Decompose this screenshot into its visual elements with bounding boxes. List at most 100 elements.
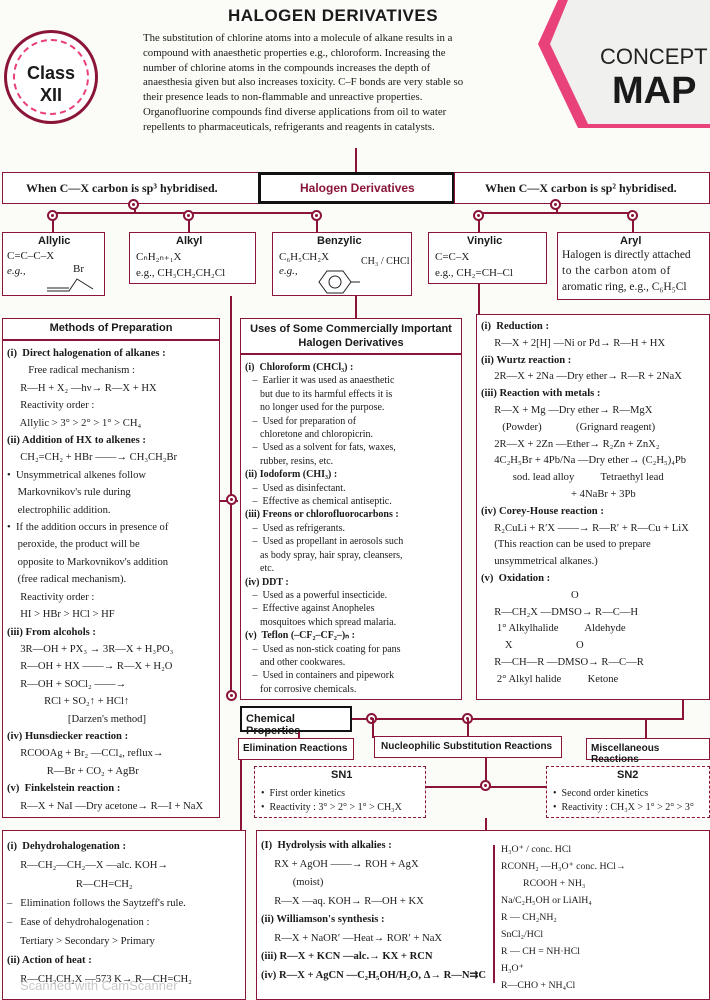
- uses-line: (iii) Freons or chlorofluorocarbons :: [245, 509, 399, 521]
- type-allylic: Allylic C=C–C–X e.g., Br: [2, 232, 105, 296]
- substitution-side-line: R—CHO + NH₄Cl: [501, 980, 576, 991]
- type-benzylic: Benzylic C₆H₅CH₂X e.g., CH₃ / CHCl: [272, 232, 412, 296]
- reaction-line: 2R—X + 2Na —Dry ether→ R—R + 2NaX: [481, 371, 682, 383]
- sp2-label: When C—X carbon is sp² hybridised.: [485, 181, 677, 195]
- reaction-line: (ii) Wurtz reaction :: [481, 354, 572, 366]
- uses-line: – Used as refrigerants.: [245, 522, 345, 534]
- substitution-line: R—X —aq. KOH→ R—OH + KX: [261, 895, 424, 907]
- methods-line: 3R—OH + PX₃ → 3R—X + H₃PO₃: [7, 643, 174, 655]
- reaction-line: R—CH₂X —DMSO→ R—C—H: [481, 606, 639, 618]
- substitution-side-line: H₃O⁺: [501, 963, 524, 974]
- concept-label: CONCEPT: [600, 44, 708, 69]
- uses-line: for corrosive chemicals.: [245, 683, 357, 695]
- elimination-node: Elimination Reactions: [238, 738, 354, 760]
- methods-line: (v) Finkelstein reaction :: [7, 783, 121, 795]
- intro-line: repellents to pharmaceuticals, refrigera…: [143, 120, 435, 133]
- intro-line: Organofluorine compounds find diverse ap…: [143, 105, 447, 118]
- methods-line: Free radical mechanism :: [7, 365, 135, 377]
- methods-line: [Darzen's method]: [7, 713, 147, 725]
- substitution-line: RX + AgOH ——→ ROH + AgX: [261, 858, 419, 870]
- elimination-line: R—CH₂—CH₂—X —alc. KOH→: [7, 860, 168, 871]
- reaction-line: 2° Alkyl halide Ketone: [481, 673, 619, 685]
- methods-line: (iii) From alcohols :: [7, 626, 96, 638]
- methods-content: (i) Direct halogenation of alkanes : Fre…: [7, 345, 203, 815]
- intro-line: number of chlorine atoms in the compound…: [143, 61, 431, 74]
- methods-line: electrophilic addition.: [7, 504, 111, 516]
- substitution-side-line: RCONH₂ —H₃O⁺ conc. HCl→: [501, 861, 626, 872]
- methods-line: HI > HBr > HCl > HF: [7, 609, 115, 621]
- elimination-content: (i) Dehydrohalogenation : R—CH₂—CH₂—X —a…: [7, 837, 192, 989]
- reaction-line: (v) Oxidation :: [481, 572, 551, 584]
- nucleophilic-node: Nucleophilic Substitution Reactions: [374, 736, 562, 758]
- intro-line: The substitution of chlorine atoms into …: [143, 32, 453, 44]
- reaction-line: (i) Reduction :: [481, 321, 549, 332]
- uses-line: mosquitoes which spread malaria.: [245, 616, 397, 628]
- methods-of-preparation-panel: Methods of Preparation (i) Direct haloge…: [2, 318, 220, 818]
- substitution-panel: (I) Hydrolysis with alkalies : RX + AgOH…: [256, 830, 710, 1000]
- methods-line: R—H + X₂ —hν→ R—X + HX: [7, 382, 157, 394]
- reaction-line: sod. lead alloy Tetraethyl lead: [481, 472, 664, 484]
- uses-line: and other cookwares.: [245, 656, 346, 668]
- uses-panel: Uses of Some Commercially Important Halo…: [240, 318, 462, 700]
- methods-line: (i) Direct halogenation of alkanes :: [7, 348, 166, 359]
- methods-line: opposite to Markovnikov's addition: [7, 556, 169, 568]
- class-number: XII: [39, 85, 62, 105]
- methods-line: Allylic > 3° > 2° > 1° > CH₄: [7, 417, 142, 429]
- methods-line: R—OH + HX ——→ R—X + H₂O: [7, 661, 173, 673]
- reaction-line: (iv) Corey-House reaction :: [481, 505, 604, 517]
- reaction-line: 4C₂H₅Br + 4Pb/Na —Dry ether→ (C₂H₅)₄Pb: [481, 455, 687, 467]
- methods-line: R—Br + CO₂ + AgBr: [7, 765, 139, 777]
- uses-line: – Used as propellant in aerosols such: [245, 536, 404, 548]
- type-aryl: Aryl Halogen is directly attached to the…: [557, 232, 710, 300]
- uses-line: (i) Chloroform (CHCl₃) :: [245, 362, 354, 373]
- substitution-line: (iii) R—X + KCN —alc.→ KX + RCN: [261, 951, 433, 962]
- elimination-line: – Elimination follows the Saytzeff's rul…: [7, 898, 186, 909]
- substitution-side-line: RCOOH + NH₃: [501, 878, 586, 889]
- intro-line: compound with anaesthetic properties e.g…: [143, 46, 446, 59]
- substitution-line: R—X + NaOR′ —Heat→ ROR′ + NaX: [261, 932, 443, 944]
- reaction-line: unsymmetrical alkanes.): [481, 556, 598, 568]
- reaction-line: O: [481, 589, 579, 601]
- uses-line: – Effective as chemical antiseptic.: [245, 496, 392, 508]
- elimination-line: – Ease of dehydrohalogenation :: [7, 917, 150, 928]
- class-label: Class: [26, 63, 76, 83]
- page-title: HALOGEN DERIVATIVES: [228, 6, 439, 25]
- reaction-line: R₂CuLi + R′X ——→ R—R′ + R—Cu + LiX: [481, 522, 689, 534]
- methods-line: • Unsymmetrical alkenes follow: [7, 469, 147, 481]
- methods-line: R—X + NaI —Dry acetone→ R—I + NaX: [7, 800, 204, 812]
- methods-line: RCOOAg + Br₂ —CCl₄, reflux→: [7, 748, 164, 760]
- methods-line: (free radical mechanism).: [7, 574, 127, 586]
- reactions-content: (i) Reduction : R—X + 2[H] —Ni or Pd→ R—…: [481, 319, 689, 689]
- substitution-side-line: Na/C₂H₅OH or LiAlH₄: [501, 895, 592, 906]
- map-label: MAP: [612, 70, 697, 112]
- methods-line: R—OH + SOCl₂ ——→: [7, 678, 127, 690]
- reaction-line: R—X + Mg —Dry ether→ R—MgX: [481, 404, 653, 416]
- methods-line: (ii) Addition of HX to alkenes :: [7, 435, 146, 447]
- intro-line: their presence leads to non-flammable an…: [143, 91, 423, 104]
- sn2-box: SN2 • Second order kinetics • Reactivity…: [546, 766, 710, 818]
- substitution-line: (iv) R—X + AgCN —C₂H₅OH/H₂O, Δ→ R—N⇉C: [261, 969, 487, 981]
- methods-title: Methods of Preparation: [49, 322, 173, 334]
- intro-paragraph: The substitution of chlorine atoms into …: [143, 31, 463, 135]
- substitution-side-line: R — CH = NH·HCl: [501, 946, 581, 957]
- methods-line: peroxide, the product will be: [7, 539, 140, 551]
- chemical-properties-node: Chemical Properties: [240, 706, 352, 737]
- reaction-line: + 4NaBr + 3Pb: [481, 488, 636, 500]
- reactions-panel: (i) Reduction : R—X + 2[H] —Ni or Pd→ R—…: [476, 314, 710, 700]
- uses-line: chloretone and chloropicrin.: [245, 429, 374, 441]
- uses-line: (v) Teflon (–CF₂–CF₂–)ₙ :: [245, 630, 355, 642]
- halogen-derivatives-label: Halogen Derivatives: [300, 181, 415, 195]
- substitution-content: (I) Hydrolysis with alkalies : RX + AgOH…: [261, 837, 486, 985]
- sp3-label: When C—X carbon is sp³ hybridised.: [26, 181, 218, 195]
- uses-line: but due to its harmful effects it is: [245, 388, 393, 400]
- misc-node: Miscellaneous Reactions: [586, 738, 710, 765]
- elimination-line: R—CH₂CH₂X —573 K→ R—CH=CH₂: [7, 974, 192, 985]
- uses-line: (ii) Iodoform (CHI₃) :: [245, 469, 338, 481]
- substitution-side-line: SnCl₂/HCl: [501, 929, 544, 940]
- reaction-line: 1° Alkylhalide Aldehyde: [481, 623, 626, 635]
- type-vinylic: Vinylic C=C–X e.g., CH₂=CH–Cl: [428, 232, 547, 284]
- reaction-line: (Powder) (Grignard reagent): [481, 421, 656, 433]
- type-alkyl: Alkyl CₙH₂ₙ₊₁X e.g., CH₃CH₂CH₂Cl: [129, 232, 256, 284]
- methods-line: CH₂=CH₂ + HBr ——→ CH₃CH₂Br: [7, 452, 178, 464]
- elimination-panel: (i) Dehydrohalogenation : R—CH₂—CH₂—X —a…: [2, 830, 246, 1000]
